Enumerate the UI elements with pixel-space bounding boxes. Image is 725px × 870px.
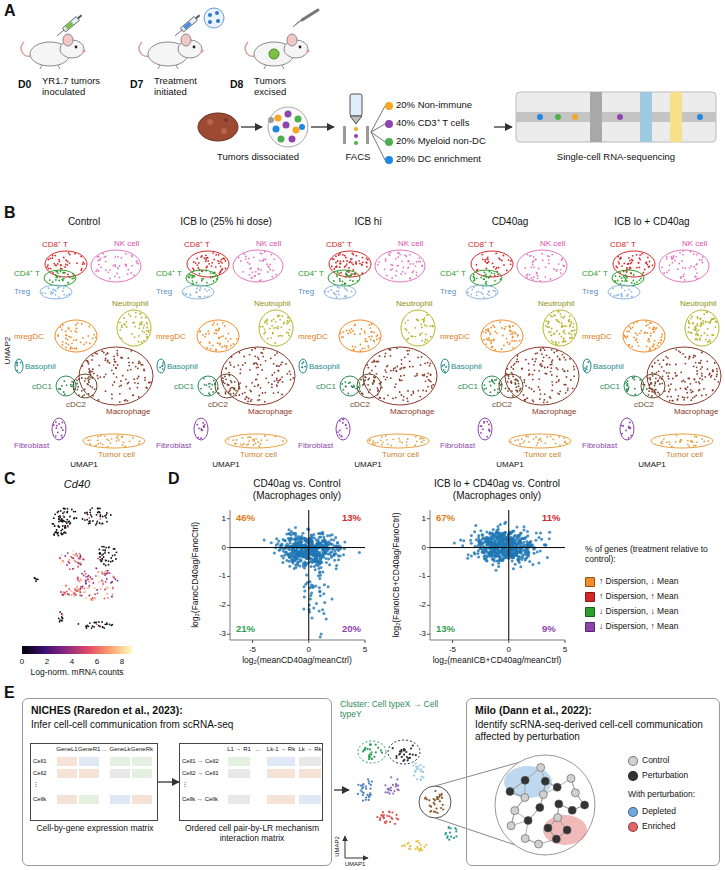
figure: NICHES (Raredon et al., 2023):Infer cell…	[0, 0, 725, 870]
